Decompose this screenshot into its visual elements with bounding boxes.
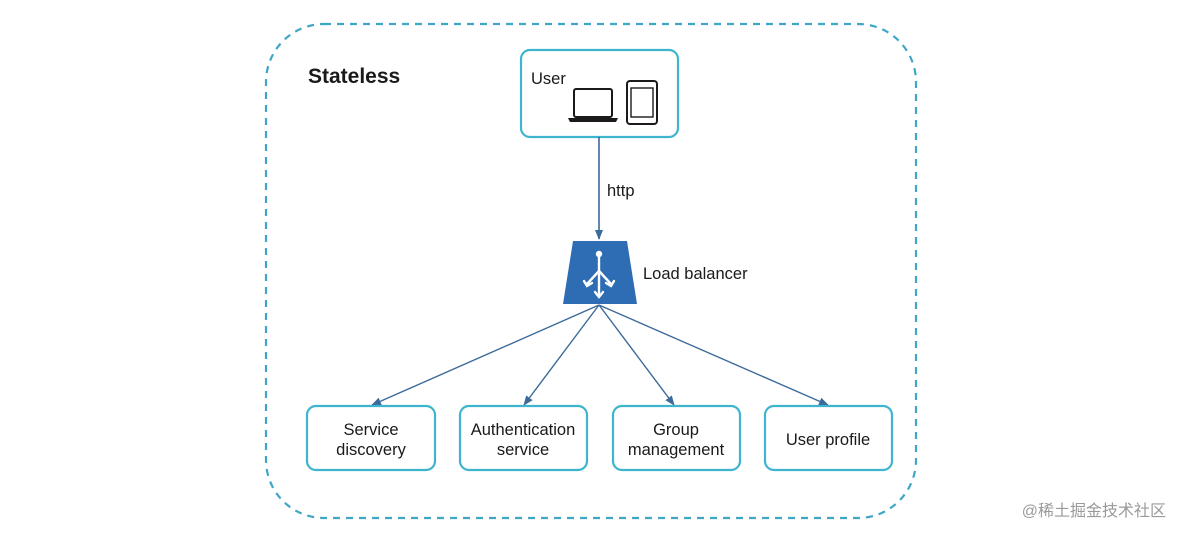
user-label: User — [531, 70, 566, 88]
phone-icon — [626, 80, 658, 125]
http-label: http — [607, 182, 635, 200]
service-label: Service — [343, 421, 398, 439]
laptop-icon — [568, 88, 618, 122]
user-node: User — [519, 48, 680, 139]
arrow-to-service-discovery — [371, 304, 600, 406]
service-node-user-profile: User profile — [763, 404, 894, 472]
service-label: User profile — [786, 431, 870, 449]
arrow-to-authentication-service — [523, 304, 600, 406]
service-label: management — [628, 441, 725, 459]
service-node-authentication-service: Authentication service — [458, 404, 589, 472]
arrow-to-user-profile — [598, 304, 829, 406]
service-label: discovery — [336, 441, 406, 459]
service-label: service — [497, 441, 549, 459]
load-balancer-icon — [563, 241, 637, 304]
service-label: Authentication — [471, 421, 576, 439]
region-title: Stateless — [308, 65, 400, 88]
stateless-region — [264, 22, 918, 520]
watermark: @稀土掘金技术社区 — [1022, 502, 1166, 520]
load-balancer-label: Load balancer — [643, 265, 748, 283]
service-node-group-management: Group management — [611, 404, 742, 472]
service-node-service-discovery: Service discovery — [305, 404, 437, 472]
service-label: Group — [653, 421, 699, 439]
arrow-to-group-management — [598, 304, 675, 406]
service-arrows — [371, 304, 829, 406]
